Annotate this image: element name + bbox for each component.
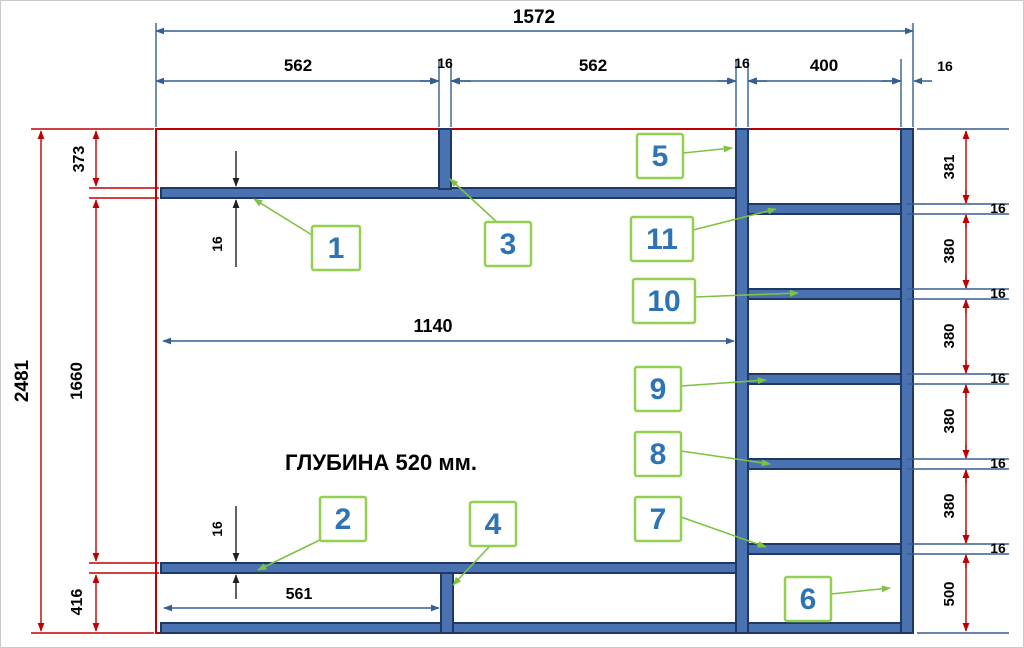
dimension-text: 16 <box>990 200 1006 216</box>
part-label-box-2 <box>318 495 368 543</box>
shelf-part10 <box>747 288 902 300</box>
part-label-number-5: 5 <box>652 140 669 173</box>
part-label-number-2: 2 <box>335 503 352 536</box>
part-label-number-9: 9 <box>650 373 667 406</box>
dimension-text: 562 <box>284 56 312 75</box>
dimension-text: 16 <box>990 370 1006 386</box>
part-arrow-7 <box>680 516 767 548</box>
part-label-box-1 <box>310 224 362 272</box>
dimension-text: 381 <box>941 154 958 179</box>
dimension-text: 16 <box>990 285 1006 301</box>
dimension-text: 16 <box>209 521 225 537</box>
dimension-text: 1140 <box>413 316 452 336</box>
dimension-text: 16 <box>437 55 453 71</box>
part-label-box-4 <box>468 500 518 548</box>
dimension-text: 16 <box>990 455 1006 471</box>
part-label-box-7 <box>633 495 683 543</box>
part-label-number-1: 1 <box>328 232 345 265</box>
part-label-number-6: 6 <box>800 583 817 616</box>
bottom-vertical-part4 <box>440 572 454 634</box>
part-label-box-8 <box>633 430 683 478</box>
shelf-part9 <box>747 373 902 385</box>
part-arrow-11 <box>692 207 777 231</box>
dimension-text: 16 <box>209 236 225 252</box>
part-arrow-4 <box>452 545 491 586</box>
part-label-box-10 <box>631 277 697 325</box>
dimension-text: 380 <box>941 323 958 348</box>
part-arrow-9 <box>680 377 767 387</box>
dimension-text: 400 <box>810 56 838 75</box>
part-label-number-7: 7 <box>650 503 667 536</box>
dimension-text: 380 <box>941 493 958 518</box>
part-arrow-2 <box>257 537 325 571</box>
shelf-part11 <box>747 203 902 215</box>
bottom-panel <box>160 622 902 634</box>
dimension-text: 562 <box>579 56 607 75</box>
dimension-text: 16 <box>734 55 750 71</box>
part-label-box-11 <box>629 215 695 263</box>
dimension-text: ГЛУБИНА 520 мм. <box>285 450 477 475</box>
dimension-text: 373 <box>71 146 88 173</box>
part-label-number-10: 10 <box>647 285 680 318</box>
part-arrow-10 <box>694 289 799 298</box>
part-arrow-6 <box>830 585 891 595</box>
bottom-shelf-part2 <box>160 562 737 574</box>
dimension-text: 16 <box>937 58 953 74</box>
dimension-text: 380 <box>941 408 958 433</box>
part-label-number-4: 4 <box>485 508 502 541</box>
shelf-part8 <box>747 458 902 470</box>
dimension-text: 1660 <box>67 362 86 400</box>
part-label-number-8: 8 <box>650 438 667 471</box>
part-label-number-11: 11 <box>646 223 678 256</box>
dimension-text: 500 <box>941 581 958 606</box>
part-label-box-6 <box>783 575 833 623</box>
part-arrow-5 <box>682 145 733 154</box>
dimension-text: 1572 <box>513 7 555 28</box>
part-arrow-1 <box>253 198 313 236</box>
top-vertical-part3 <box>438 128 452 190</box>
dimension-text: 380 <box>941 238 958 263</box>
dimension-text: 16 <box>990 540 1006 556</box>
part-arrow-3 <box>449 178 499 224</box>
shelf-part7 <box>747 543 902 555</box>
part-label-box-3 <box>483 220 533 268</box>
dimension-text: 561 <box>286 586 313 603</box>
part-label-number-3: 3 <box>500 228 517 261</box>
dimension-text: 2481 <box>12 359 33 402</box>
part-label-box-9 <box>633 365 683 413</box>
part-arrow-8 <box>680 450 771 467</box>
part-label-box-5 <box>635 132 685 180</box>
dimension-text: 416 <box>69 589 86 616</box>
